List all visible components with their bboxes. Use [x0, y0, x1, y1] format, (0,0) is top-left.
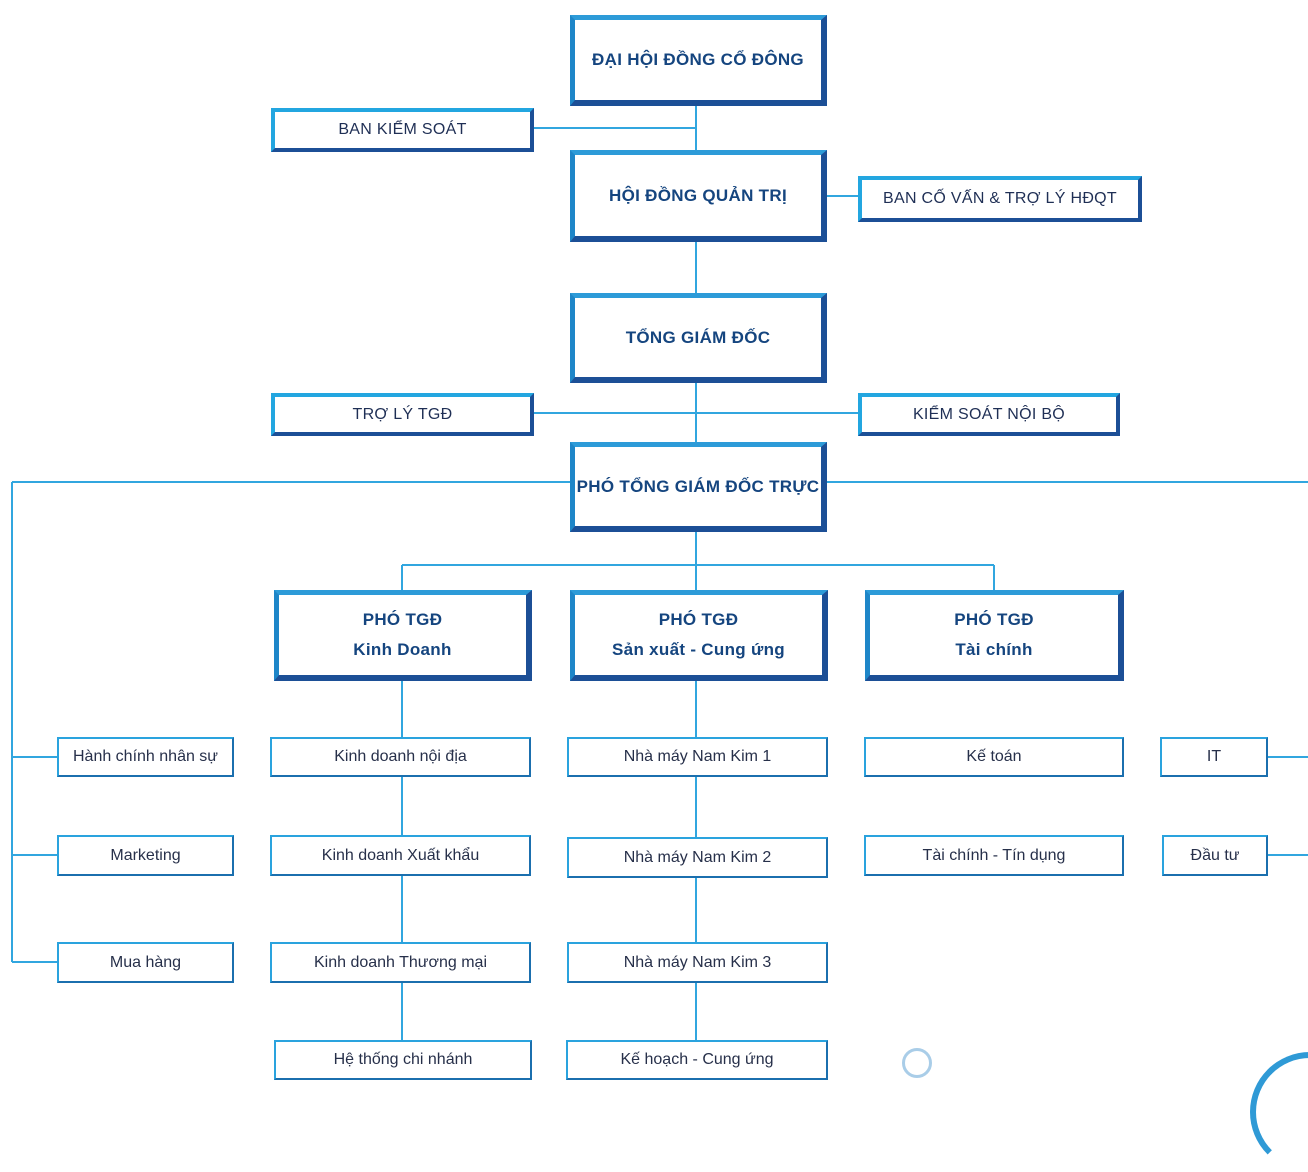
unit-trade-sales: Kinh doanh Thương mại	[270, 942, 531, 983]
shareholders-box: ĐẠI HỘI ĐỒNG CỔ ĐÔNG	[570, 15, 827, 106]
unit-factory-3: Nhà máy Nam Kim 3	[567, 942, 828, 983]
ceo-label: TỔNG GIÁM ĐỐC	[625, 327, 771, 347]
unit-label: Kế toán	[966, 748, 1022, 765]
deputy-production-division: Sản xuất - Cung ứng	[612, 640, 785, 659]
ceo-assistant-box: TRỢ LÝ TGĐ	[271, 393, 534, 436]
unit-label: Mua hàng	[109, 953, 182, 971]
supervisory-board-label: BAN KIỂM SOÁT	[338, 121, 467, 138]
unit-it: IT	[1160, 737, 1268, 777]
unit-factory-1: Nhà máy Nam Kim 1	[567, 737, 828, 777]
unit-label: Kế hoạch - Cung ứng	[620, 1051, 774, 1068]
unit-label: Kinh doanh nội địa	[334, 748, 467, 765]
deputy-sales-division: Kinh Doanh	[353, 640, 452, 659]
deputy-production-box: PHÓ TGĐ Sản xuất - Cung ứng	[570, 590, 828, 681]
unit-hr-admin: Hành chính nhân sự	[57, 737, 234, 777]
deputy-finance-title: PHÓ TGĐ	[954, 610, 1034, 629]
unit-marketing: Marketing	[57, 835, 234, 876]
unit-investment: Đầu tư	[1162, 835, 1268, 876]
supervisory-board-box: BAN KIỂM SOÁT	[271, 108, 534, 152]
deputy-sales-box: PHÓ TGĐ Kinh Doanh	[274, 590, 532, 681]
unit-label: Kinh doanh Thương mại	[313, 953, 487, 971]
unit-label: IT	[1206, 748, 1222, 765]
unit-label: Nhà máy Nam Kim 3	[623, 953, 772, 971]
unit-export-sales: Kinh doanh Xuất khẩu	[270, 835, 531, 876]
deputy-sales-title: PHÓ TGĐ	[362, 610, 443, 629]
first-deputy-ceo-box: PHÓ TỔNG GIÁM ĐỐC TRỰC	[570, 442, 827, 532]
deputy-finance-division: Tài chính	[955, 640, 1033, 659]
unit-label: Kinh doanh Xuất khẩu	[321, 846, 480, 864]
unit-label: Marketing	[110, 846, 181, 864]
unit-accounting: Kế toán	[864, 737, 1124, 777]
unit-label: Tài chính - Tín dụng	[922, 846, 1066, 864]
unit-label: Nhà máy Nam Kim 2	[623, 848, 772, 866]
unit-finance-credit: Tài chính - Tín dụng	[864, 835, 1124, 876]
advisors-label: BAN CỐ VẤN & TRỢ LÝ HĐQT	[883, 190, 1117, 207]
unit-domestic-sales: Kinh doanh nội địa	[270, 737, 531, 777]
internal-control-label: KIỂM SOÁT NỘI BỘ	[912, 405, 1066, 423]
shareholders-label: ĐẠI HỘI ĐỒNG CỔ ĐÔNG	[592, 50, 804, 69]
board-of-directors-label: HỘI ĐỒNG QUẢN TRỊ	[609, 185, 787, 205]
unit-label: Nhà máy Nam Kim 1	[623, 748, 772, 765]
unit-label: Đầu tư	[1190, 846, 1240, 864]
unit-branch-network: Hệ thống chi nhánh	[274, 1040, 532, 1080]
board-of-directors-box: HỘI ĐỒNG QUẢN TRỊ	[570, 150, 827, 242]
ceo-box: TỔNG GIÁM ĐỐC	[570, 293, 827, 383]
first-deputy-ceo-label: PHÓ TỔNG GIÁM ĐỐC TRỰC	[576, 476, 820, 496]
unit-factory-2: Nhà máy Nam Kim 2	[567, 837, 828, 878]
unit-purchasing: Mua hàng	[57, 942, 234, 983]
unit-planning-supply: Kế hoạch - Cung ứng	[566, 1040, 828, 1080]
internal-control-box: KIỂM SOÁT NỘI BỘ	[858, 393, 1120, 436]
watermark-circle-icon	[902, 1048, 932, 1078]
advisors-box: BAN CỐ VẤN & TRỢ LÝ HĐQT	[858, 176, 1142, 222]
unit-label: Hệ thống chi nhánh	[333, 1051, 473, 1068]
ceo-assistant-label: TRỢ LÝ TGĐ	[352, 405, 453, 423]
unit-label: Hành chính nhân sự	[72, 748, 219, 765]
deputy-finance-box: PHÓ TGĐ Tài chính	[865, 590, 1124, 681]
deputy-production-title: PHÓ TGĐ	[658, 610, 739, 629]
